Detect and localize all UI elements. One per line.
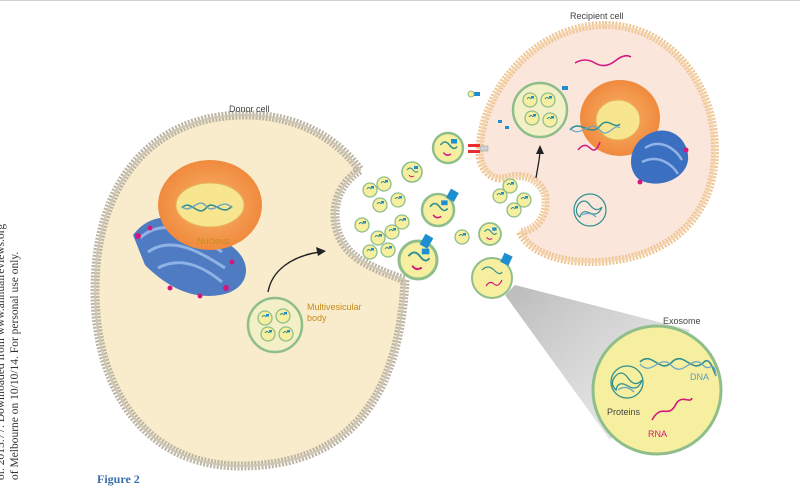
recipient-rna-strand — [577, 141, 601, 151]
recipient-rna-top — [574, 54, 632, 67]
recipient-endoplasmic-reticulum — [631, 130, 689, 185]
proteins-label: Proteins — [607, 407, 641, 417]
top-rule — [0, 0, 800, 1]
side-note-line1: ol. 2015.77. Downloaded from www.annualr… — [0, 223, 7, 480]
recipient-protein-aggregate — [573, 193, 607, 227]
magnified-exosome-source — [471, 252, 513, 299]
donor-cell-label: Donor cell — [229, 104, 270, 114]
arrowhead-icon — [536, 145, 544, 154]
recipient-endosome — [511, 81, 569, 139]
mvb-to-membrane-arrow — [267, 251, 321, 293]
docking-exosome — [431, 131, 465, 165]
side-download-note: ol. 2015.77. Downloaded from www.annualr… — [0, 224, 22, 480]
donor-nucleus — [158, 160, 262, 250]
recipient-dna-helix — [569, 121, 621, 131]
mvb-label-line2: body — [307, 313, 327, 323]
zoom-beam — [505, 285, 690, 440]
side-note-line2: of Melbourne on 10/10/14. For personal u… — [9, 251, 21, 480]
exosome-detail — [591, 324, 723, 456]
donor-cell — [90, 110, 410, 471]
figure-label: Figure 2 — [97, 472, 140, 486]
mvb-label-line1: Multivesicular — [307, 302, 362, 312]
arrowhead-icon — [316, 247, 326, 256]
donor-dna-helix — [181, 204, 233, 212]
receptor-link-icon — [468, 144, 489, 153]
nucleus-label: Nucleus — [197, 236, 230, 246]
rna-strand-detail — [651, 397, 693, 421]
dna-helix-detail — [639, 357, 717, 377]
free-protein-icon — [474, 92, 480, 96]
dna-label: DNA — [690, 372, 709, 382]
receptor-icon — [562, 86, 568, 90]
recipient-cell-label: Recipient cell — [570, 11, 624, 21]
recipient-nucleus — [580, 80, 660, 156]
rna-label: RNA — [648, 429, 667, 439]
protein-cluster — [610, 365, 644, 399]
multivesicular-body — [246, 296, 304, 354]
exosome-label: Exosome — [663, 316, 701, 326]
